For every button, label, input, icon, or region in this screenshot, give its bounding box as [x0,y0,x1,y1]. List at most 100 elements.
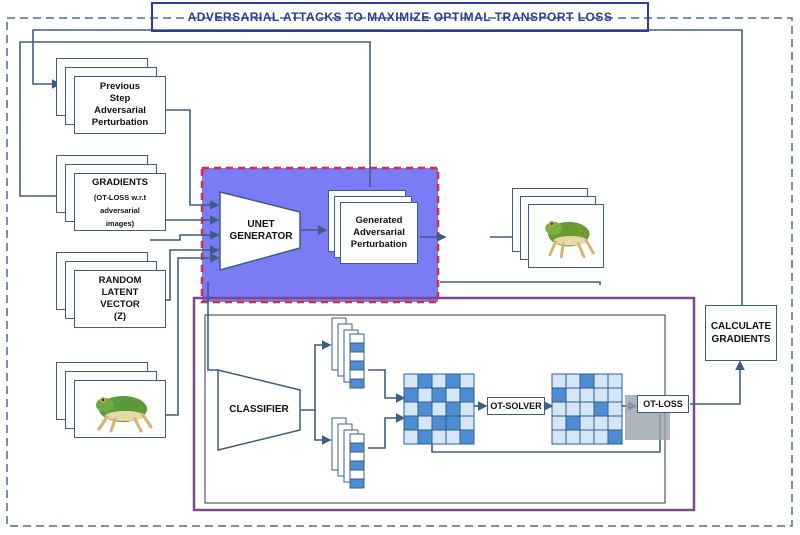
matrix-cell [445,387,461,403]
matrix-cell [445,415,461,431]
matrix-cell [607,415,623,431]
gradients-card: GRADIENTS (OT-LOSS w.r.t adversarial ima… [74,173,166,231]
matrix-cell [593,387,609,403]
matrix-cell [403,429,419,445]
gradients-label: GRADIENTS [92,176,148,188]
to-classifier-left [207,282,218,371]
matrix-cell [593,401,609,417]
cost-matrix [403,373,475,445]
matrix-cell [551,401,567,417]
matrix-cell [417,429,433,445]
classifier-to-feat-bottom [314,410,332,445]
transport-plan-matrix [551,373,623,445]
generated-perturbation-card: Generated Adversarial Perturbation [340,202,418,264]
matrix-cell [445,373,461,389]
prev-line-3: Adversarial [94,105,146,116]
feature-stack-bottom [331,417,365,489]
matrix-cell [431,415,447,431]
matrix-cell [431,373,447,389]
gradients-detail-2: adversarial [100,205,140,215]
gen-line-1: Generated [355,215,403,226]
feature-cell [349,360,365,371]
feature-cell [349,469,365,480]
ot-solver-label: OT-SOLVER [490,401,542,411]
matrix-cell [593,373,609,389]
gen-line-2: Adversarial [353,227,405,238]
matrix-cell [417,415,433,431]
frog-image-icon [96,396,153,433]
classifier-label: CLASSIFIER [229,404,289,415]
matrix-cell [593,429,609,445]
rand-line-4: (Z) [113,311,127,322]
input-image-card [74,380,166,438]
matrix-cell [565,373,581,389]
classifier-to-feat-top [300,340,332,411]
diagram-title: ADVERSARIAL ATTACKS TO MAXIMIZE OPTIMAL … [187,10,613,24]
feature-cell [349,433,365,444]
feature-cell [349,378,365,389]
matrix-cell [579,401,595,417]
rand-line-2: LATENT [101,287,139,298]
matrix-cell [459,387,475,403]
ot-loss-box: OT-LOSS [637,395,689,413]
random-to-generator [150,230,220,241]
prev-to-generator [150,109,220,210]
matrix-cell [403,387,419,403]
matrix-cell [403,415,419,431]
calc-line-1: CALCULATE [710,321,772,332]
matrix-cell [579,415,595,431]
matrix-cell [459,415,475,431]
matrix-cell [579,387,595,403]
feat-bottom-to-matrix [368,413,406,449]
outer-frame [6,17,793,527]
matrix-cell [459,373,475,389]
matrix-cell [431,387,447,403]
ot-solver-box: OT-SOLVER [487,397,545,415]
gradients-detail-3: images) [105,218,135,228]
feature-cell [349,460,365,471]
matrix-cell [459,429,475,445]
loss-to-gradients [690,360,745,405]
calc-line-2: GRADIENTS [711,334,771,345]
matrix-cell [565,429,581,445]
matrix-cell [417,373,433,389]
matrix-cell [551,429,567,445]
feature-cell [349,451,365,462]
matrix-cell [579,373,595,389]
gen-line-3: Perturbation [350,239,408,250]
matrix-cell [607,373,623,389]
random-latent-card: RANDOM LATENT VECTOR (Z) [74,270,166,328]
rand-line-3: VECTOR [100,299,140,310]
matrix-cell [579,429,595,445]
matrix-cell [551,373,567,389]
feature-stack-top [331,317,365,389]
matrix-cell [565,401,581,417]
feature-cell [349,342,365,353]
matrix-cell [417,401,433,417]
gradients-detail-1: (OT-LOSS w.r.t [93,192,147,202]
rand-line-1: RANDOM [98,275,142,286]
matrix-cell [403,373,419,389]
matrix-cell [403,401,419,417]
ot-loss-label: OT-LOSS [643,399,683,409]
matrix-cell [593,415,609,431]
prev-line-4: Perturbation [91,117,149,128]
matrix-cell [431,429,447,445]
matrix-cell [445,429,461,445]
matrix-cell [607,387,623,403]
matrix-cell [551,415,567,431]
unet-generator [219,191,301,271]
matrix-cell [417,387,433,403]
feature-cell [349,369,365,380]
feat-top-to-matrix [368,369,406,403]
perturbation-feedback-connector [19,41,371,197]
prev-line-1: Previous [99,81,141,92]
matrix-cell [565,387,581,403]
matrix-cell [607,429,623,445]
feature-cell [349,442,365,453]
diagram-title-box: ADVERSARIAL ATTACKS TO MAXIMIZE OPTIMAL … [151,2,649,32]
matrix-cell [551,387,567,403]
classifier-block [217,369,301,451]
calculate-gradients-box: CALCULATE GRADIENTS [705,305,777,361]
